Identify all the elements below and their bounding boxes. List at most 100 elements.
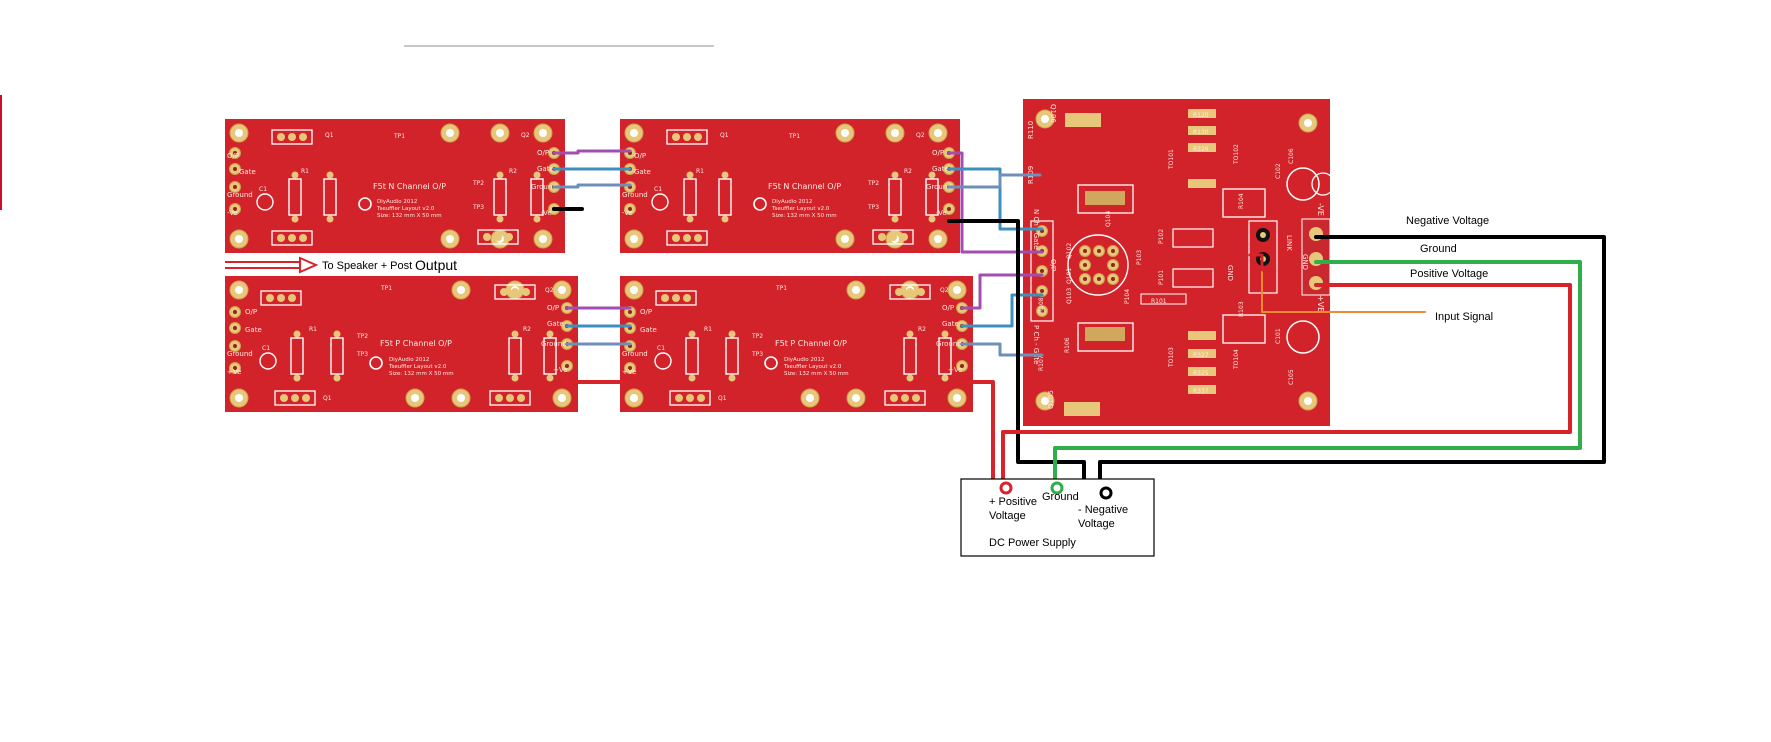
part-tp3: TP3 — [751, 351, 763, 358]
part-r107: R107 — [1038, 355, 1045, 371]
part-r130: R130 — [1193, 129, 1209, 136]
part-p104: P104 — [1124, 289, 1131, 304]
part-to104: TO104 — [1233, 349, 1240, 370]
board-title: F5t P Channel O/P — [775, 339, 847, 348]
pin-op-label-right: O/P — [537, 149, 549, 157]
part-r2: R2 — [904, 168, 912, 175]
board-size: Size: 132 mm X 50 mm — [772, 213, 837, 219]
wire-ground-supply — [1053, 260, 1582, 489]
part-r110: R110 — [1027, 121, 1035, 139]
wire-ground-p-to-front — [960, 342, 1044, 357]
part-r337: R337 — [1193, 388, 1209, 395]
terminal-pos-label: +VE — [1316, 295, 1325, 312]
speaker-arrow — [225, 256, 319, 274]
wire-input-signal — [1261, 269, 1426, 313]
silk-link: LINK — [1285, 235, 1293, 251]
pin-ve-label: +Ve — [227, 368, 241, 376]
part-q2: Q2 — [940, 287, 949, 294]
board-maker: DiyAudio 2012 — [377, 199, 417, 205]
psu-ground-terminal — [1050, 481, 1064, 495]
part-q104: Q104 — [1105, 211, 1112, 227]
board-title: F5t P Channel O/P — [380, 339, 452, 348]
part-c1: C1 — [654, 186, 662, 193]
part-r2: R2 — [523, 326, 531, 333]
front-end-board: Q106 R110 R109 Q104 Q102 Q101 Q103 Q105 … — [1023, 99, 1335, 426]
pin-gate-label: Gate — [634, 168, 651, 176]
p-channel-board-2: O/P Gate Ground +Ve O/P Gate Ground +Ve … — [620, 276, 973, 412]
board-layout: Tseuffler Layout v2.0 — [388, 364, 447, 370]
part-c101: C101 — [1275, 328, 1282, 344]
part-r1: R1 — [301, 168, 309, 175]
pin-op-label: O/P — [640, 308, 652, 316]
part-r325: R325 — [1193, 370, 1209, 377]
negative-voltage-label: Negative Voltage — [1406, 215, 1489, 227]
input-signal-label: Input Signal — [1435, 311, 1493, 323]
pin-ground-label: Ground — [622, 350, 648, 358]
output-label: Output — [415, 257, 457, 273]
part-p101: P101 — [1158, 270, 1165, 285]
pin-ve-label: -Ve — [227, 209, 238, 217]
pin-ground-label: Ground — [227, 350, 253, 358]
part-c102: C102 — [1275, 163, 1282, 179]
part-tp2: TP2 — [356, 333, 368, 340]
wire-op-to-front — [947, 151, 1044, 254]
board-size: Size: 132 mm X 50 mm — [377, 213, 442, 219]
wire-gate-n-to-front — [947, 167, 1044, 231]
pin-ground-label-right: Ground — [936, 340, 962, 348]
board-maker: DiyAudio 2012 — [389, 357, 429, 363]
silk-gnd: GND — [1226, 265, 1234, 281]
board-maker: DiyAudio 2012 — [784, 357, 824, 363]
part-p103: P103 — [1136, 250, 1143, 265]
pin-gate-label-right: Gate — [942, 320, 959, 328]
part-q2: Q2 — [545, 287, 554, 294]
n-channel-board-1: O/P Gate Ground -Ve O/P Gate Ground -Ve … — [225, 119, 565, 253]
ground-label: Ground — [1420, 243, 1457, 255]
part-to103: TO103 — [1168, 347, 1175, 368]
board-maker: DiyAudio 2012 — [772, 199, 812, 205]
part-q1: Q1 — [718, 395, 727, 402]
pin-op-label-right: O/P — [932, 149, 944, 157]
pin-ve-label: +Ve — [622, 368, 636, 376]
part-q1: Q1 — [323, 395, 332, 402]
part-tp1: TP1 — [775, 285, 787, 292]
part-tp3: TP3 — [867, 204, 879, 211]
pin-gate-label: Gate — [239, 168, 256, 176]
wire-input-link — [1248, 253, 1264, 272]
part-r2: R2 — [918, 326, 926, 333]
pin-gate-label-right: Gate — [932, 165, 949, 173]
pin-op-label: O/P — [245, 308, 257, 316]
pin-ve-label-right: +Ve — [948, 366, 962, 374]
part-r1: R1 — [696, 168, 704, 175]
board-size: Size: 132 mm X 50 mm — [784, 371, 849, 377]
part-q106: Q106 — [1049, 104, 1057, 123]
part-q1: Q1 — [720, 132, 729, 139]
pin-ve-label: -Ve — [622, 209, 633, 217]
wire-op-1 — [552, 149, 632, 155]
terminal-gnd-label: GND — [1301, 254, 1309, 270]
part-r108: R108 — [1038, 297, 1045, 313]
part-tp3: TP3 — [472, 204, 484, 211]
part-r106: R106 — [1064, 337, 1071, 353]
psu-positive-label-1: + Positive — [989, 496, 1037, 508]
pin-gate-label: Gate — [245, 326, 262, 334]
pin-ground-label-right: Ground — [531, 183, 557, 191]
part-q2: Q2 — [521, 132, 530, 139]
positive-voltage-label: Positive Voltage — [1410, 268, 1488, 280]
pin-ve-label-right: -Ve — [936, 209, 947, 217]
part-r1: R1 — [309, 326, 317, 333]
pin-ve-label-right: -Ve — [541, 209, 552, 217]
gate-p-label: P Ch - Gate — [1032, 325, 1040, 365]
wire-positive-supply — [960, 283, 1572, 489]
part-q102: Q102 — [1066, 243, 1073, 259]
board-layout: Tseuffler Layout v2.0 — [771, 206, 830, 212]
part-c105: C105 — [1288, 369, 1295, 385]
pin-gate-label-right: Gate — [537, 165, 554, 173]
psu-negative-terminal — [1099, 486, 1113, 500]
part-r120: R120 — [1193, 112, 1209, 119]
pin-op-label: O/P — [227, 152, 239, 160]
part-r104: R104 — [1238, 193, 1245, 209]
part-c1: C1 — [259, 186, 267, 193]
psu-negative-label-1: - Negative — [1078, 504, 1128, 516]
